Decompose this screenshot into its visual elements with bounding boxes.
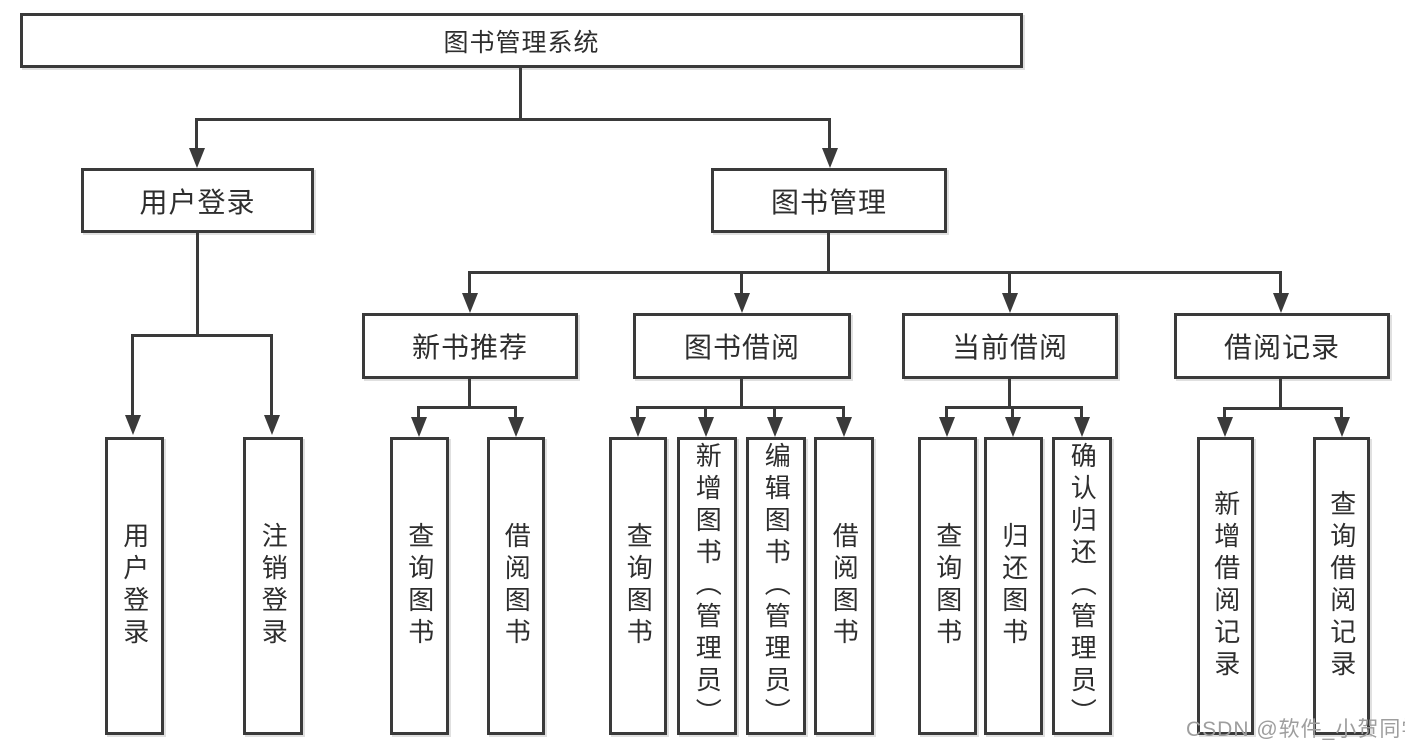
node-label: 借阅记录 [1223, 332, 1340, 363]
node-user-login: 用户登录 [81, 168, 314, 233]
leaf-label: 借阅图书 [501, 522, 532, 650]
arrowhead-icon [822, 148, 838, 168]
leaf-label: 查询图书 [932, 522, 963, 650]
connector-segment [945, 406, 1083, 409]
leaf-logout: 注销登录 [243, 437, 303, 735]
connector-segment [196, 232, 199, 337]
connector-segment [468, 379, 471, 407]
node-root: 图书管理系统 [20, 13, 1023, 68]
connector-segment [636, 406, 639, 419]
connector-segment [842, 406, 845, 419]
arrowhead-icon [508, 417, 524, 437]
leaf-label: 新增借阅记录 [1210, 490, 1241, 682]
arrowhead-icon [189, 148, 205, 168]
connector-segment [1008, 271, 1011, 295]
connector-segment [1223, 407, 1226, 419]
node-label: 用户登录 [139, 186, 256, 218]
leaf-label: 借阅图书 [829, 522, 860, 650]
connector-segment [417, 406, 517, 409]
arrowhead-icon [125, 415, 141, 435]
leaf-confirm-return-admin: 确认归还（管理员） [1052, 437, 1112, 735]
node-borrow-records: 借阅记录 [1174, 313, 1390, 379]
connector-segment [945, 406, 948, 419]
connector-segment [828, 118, 831, 150]
node-new-book-recommend: 新书推荐 [362, 313, 578, 379]
node-root-label: 图书管理系统 [443, 28, 600, 57]
connector-segment [740, 379, 743, 407]
connector-segment [773, 406, 776, 419]
connector-segment [1279, 379, 1282, 408]
connector-segment [704, 406, 707, 419]
arrowhead-icon [698, 417, 714, 437]
node-label: 图书借阅 [683, 332, 800, 363]
arrowhead-icon [1074, 417, 1090, 437]
connector-segment [195, 118, 198, 150]
connector-segment [827, 233, 830, 274]
leaf-label: 新增图书（管理员） [692, 442, 723, 730]
node-label: 新书推荐 [411, 332, 528, 363]
leaf-label: 查询借阅记录 [1326, 490, 1357, 682]
node-book-borrowing: 图书借阅 [633, 313, 851, 379]
arrowhead-icon [630, 417, 646, 437]
node-label: 当前借阅 [951, 332, 1068, 363]
connector-segment [1008, 379, 1011, 407]
connector-segment [1080, 406, 1083, 419]
arrowhead-icon [1217, 417, 1233, 437]
connector-segment [270, 334, 273, 419]
leaf-label: 注销登录 [258, 522, 289, 650]
node-current-borrowing: 当前借阅 [902, 313, 1118, 379]
leaf-query-books-recommend: 查询图书 [390, 437, 449, 735]
node-book-management: 图书管理 [711, 168, 947, 233]
leaf-add-borrow-record: 新增借阅记录 [1197, 437, 1254, 735]
connector-segment [417, 406, 420, 419]
connector-segment [1011, 406, 1014, 419]
leaf-add-book-admin: 新增图书（管理员） [677, 437, 737, 735]
leaf-label: 编辑图书（管理员） [761, 442, 792, 730]
connector-segment [519, 68, 522, 121]
connector-segment [514, 406, 517, 419]
leaf-user-login: 用户登录 [105, 437, 164, 735]
leaf-label: 查询图书 [623, 522, 654, 650]
arrowhead-icon [836, 417, 852, 437]
node-label: 图书管理 [770, 186, 887, 218]
arrowhead-icon [734, 293, 750, 313]
connector-segment [131, 334, 134, 419]
arrowhead-icon [411, 417, 427, 437]
arrowhead-icon [939, 417, 955, 437]
arrowhead-icon [767, 417, 783, 437]
connector-segment [740, 271, 743, 295]
connector-segment [131, 334, 273, 337]
connector-segment [1223, 407, 1343, 410]
leaf-label: 确认归还（管理员） [1067, 442, 1098, 730]
leaf-label: 用户登录 [119, 522, 150, 650]
connector-segment [468, 271, 471, 295]
arrowhead-icon [462, 293, 478, 313]
arrowhead-icon [1273, 293, 1289, 313]
connector-segment [469, 271, 1282, 274]
connector-segment [1340, 407, 1343, 419]
leaf-edit-book-admin: 编辑图书（管理员） [746, 437, 806, 735]
arrowhead-icon [1005, 417, 1021, 437]
leaf-return-books: 归还图书 [984, 437, 1043, 735]
connector-segment [195, 118, 831, 121]
connector-segment [1279, 271, 1282, 295]
leaf-query-books-borrow: 查询图书 [609, 437, 667, 735]
leaf-query-books-current: 查询图书 [918, 437, 977, 735]
leaf-label: 查询图书 [404, 522, 435, 650]
leaf-borrow-books-recommend: 借阅图书 [487, 437, 545, 735]
arrowhead-icon [264, 415, 280, 435]
connector-segment [636, 406, 845, 409]
watermark: CSDN @软件_小贺同学 [1186, 718, 1405, 741]
leaf-query-borrow-record: 查询借阅记录 [1313, 437, 1370, 735]
arrowhead-icon [1334, 417, 1350, 437]
arrowhead-icon [1002, 293, 1018, 313]
leaf-borrow-books: 借阅图书 [814, 437, 874, 735]
leaf-label: 归还图书 [998, 522, 1029, 650]
